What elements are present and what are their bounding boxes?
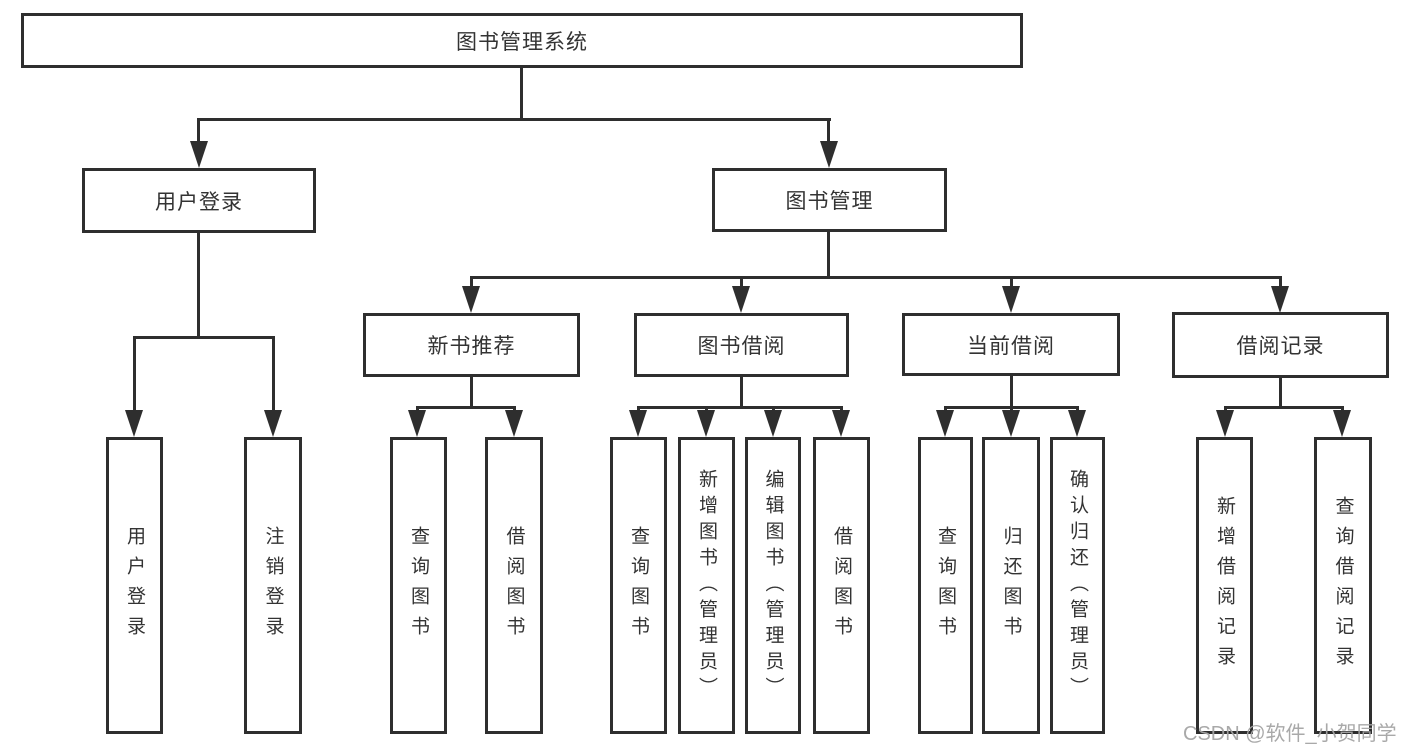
arrowhead-leaf-logout [264,410,282,437]
leaf-add-book-admin: 新增图书（管理员） [678,437,735,734]
arrowhead-leaf [1068,410,1086,437]
csdn-watermark: CSDN @软件_小贺同学 [1183,723,1397,745]
arrowhead-leaf [1333,410,1351,437]
node-new-book-recommend: 新书推荐 [363,313,580,377]
leaf-query-book-borrow: 查询图书 [610,437,667,734]
leaf-label: 归还图书 [1000,525,1022,646]
leaf-label: 新增图书（管理员） [696,468,717,703]
edge-root-stem [520,67,523,120]
edge-to-new-book [470,276,473,290]
arrowhead-leaf [832,410,850,437]
leaf-logout-login: 注销登录 [244,437,302,734]
arrowhead-leaf [697,410,715,437]
node-label: 借阅记录 [1236,335,1325,358]
arrowhead-book-mgmt [820,141,838,168]
node-label: 新书推荐 [427,335,516,358]
leaf-label: 查询图书 [935,525,956,646]
edge-borrow-record-stem [1279,377,1282,408]
edge-to-borrow-record [1279,276,1282,290]
leaf-label: 用户登录 [124,525,145,646]
leaf-confirm-return-admin: 确认归还（管理员） [1050,437,1105,734]
arrowhead-leaf [1216,410,1234,437]
leaf-edit-book-admin: 编辑图书（管理员） [745,437,801,734]
node-book-borrow: 图书借阅 [634,313,849,377]
leaf-label: 查询借阅记录 [1332,495,1354,676]
arrowhead-leaf-user-login [125,410,143,437]
node-label: 图书借阅 [697,335,786,358]
node-library-management-system: 图书管理系统 [21,13,1023,68]
node-borrow-record: 借阅记录 [1172,312,1389,378]
edge-to-book-mgmt [827,118,830,144]
arrowhead-leaf [408,410,426,437]
edge-book-borrow-stem [740,376,743,408]
leaf-query-borrow-record: 查询借阅记录 [1314,437,1372,734]
leaf-user-login: 用户登录 [106,437,163,734]
node-label: 当前借阅 [967,334,1055,358]
arrowhead-book-borrow [732,286,750,313]
leaf-label: 编辑图书（管理员） [762,468,784,703]
leaf-label: 借阅图书 [831,525,852,646]
arrowhead-current-borrow [1002,286,1020,313]
arrowhead-leaf [505,410,523,437]
leaf-label: 新增借阅记录 [1214,495,1235,676]
arrowhead-user-login [190,141,208,168]
leaf-label: 借阅图书 [503,525,525,646]
arrowhead-borrow-record [1271,286,1289,313]
leaf-add-borrow-record: 新增借阅记录 [1196,437,1253,734]
leaf-label: 查询图书 [628,525,649,646]
edge-user-login-horizontal [133,336,275,339]
node-label: 图书管理系统 [456,30,588,54]
edge-book-borrow-horizontal [637,406,843,409]
edge-borrow-record-horizontal [1224,406,1344,409]
leaf-borrow-book-borrow: 借阅图书 [813,437,870,734]
edge-to-leaf-user-login [133,336,136,414]
leaf-query-book-current: 查询图书 [918,437,973,734]
arrowhead-leaf [764,410,782,437]
edge-to-leaf-logout [272,336,275,414]
node-current-borrow: 当前借阅 [902,313,1120,376]
edge-root-horizontal [197,118,831,121]
arrowhead-leaf [629,410,647,437]
leaf-label: 查询图书 [408,525,429,646]
arrowhead-leaf [936,410,954,437]
leaf-return-book: 归还图书 [982,437,1040,734]
leaf-borrow-book-newbook: 借阅图书 [485,437,543,734]
edge-new-book-horizontal [416,406,516,409]
edge-to-user-login [197,118,200,144]
arrowhead-leaf [1002,410,1020,437]
node-label: 用户登录 [155,190,243,214]
edge-book-mgmt-horizontal [470,276,1282,279]
edge-current-borrow-stem [1010,375,1013,408]
edge-to-current-borrow [1010,276,1013,290]
node-label: 图书管理 [785,190,874,213]
edge-user-login-stem [197,232,200,338]
leaf-query-book-newbook: 查询图书 [390,437,447,734]
node-user-login: 用户登录 [82,168,316,233]
edge-new-book-stem [470,376,473,408]
node-book-mgmt: 图书管理 [712,168,947,232]
leaf-label: 确认归还（管理员） [1067,468,1088,703]
arrowhead-new-book [462,286,480,313]
leaf-label: 注销登录 [262,525,284,646]
edge-to-book-borrow [740,276,743,290]
edge-book-mgmt-stem [827,231,830,279]
